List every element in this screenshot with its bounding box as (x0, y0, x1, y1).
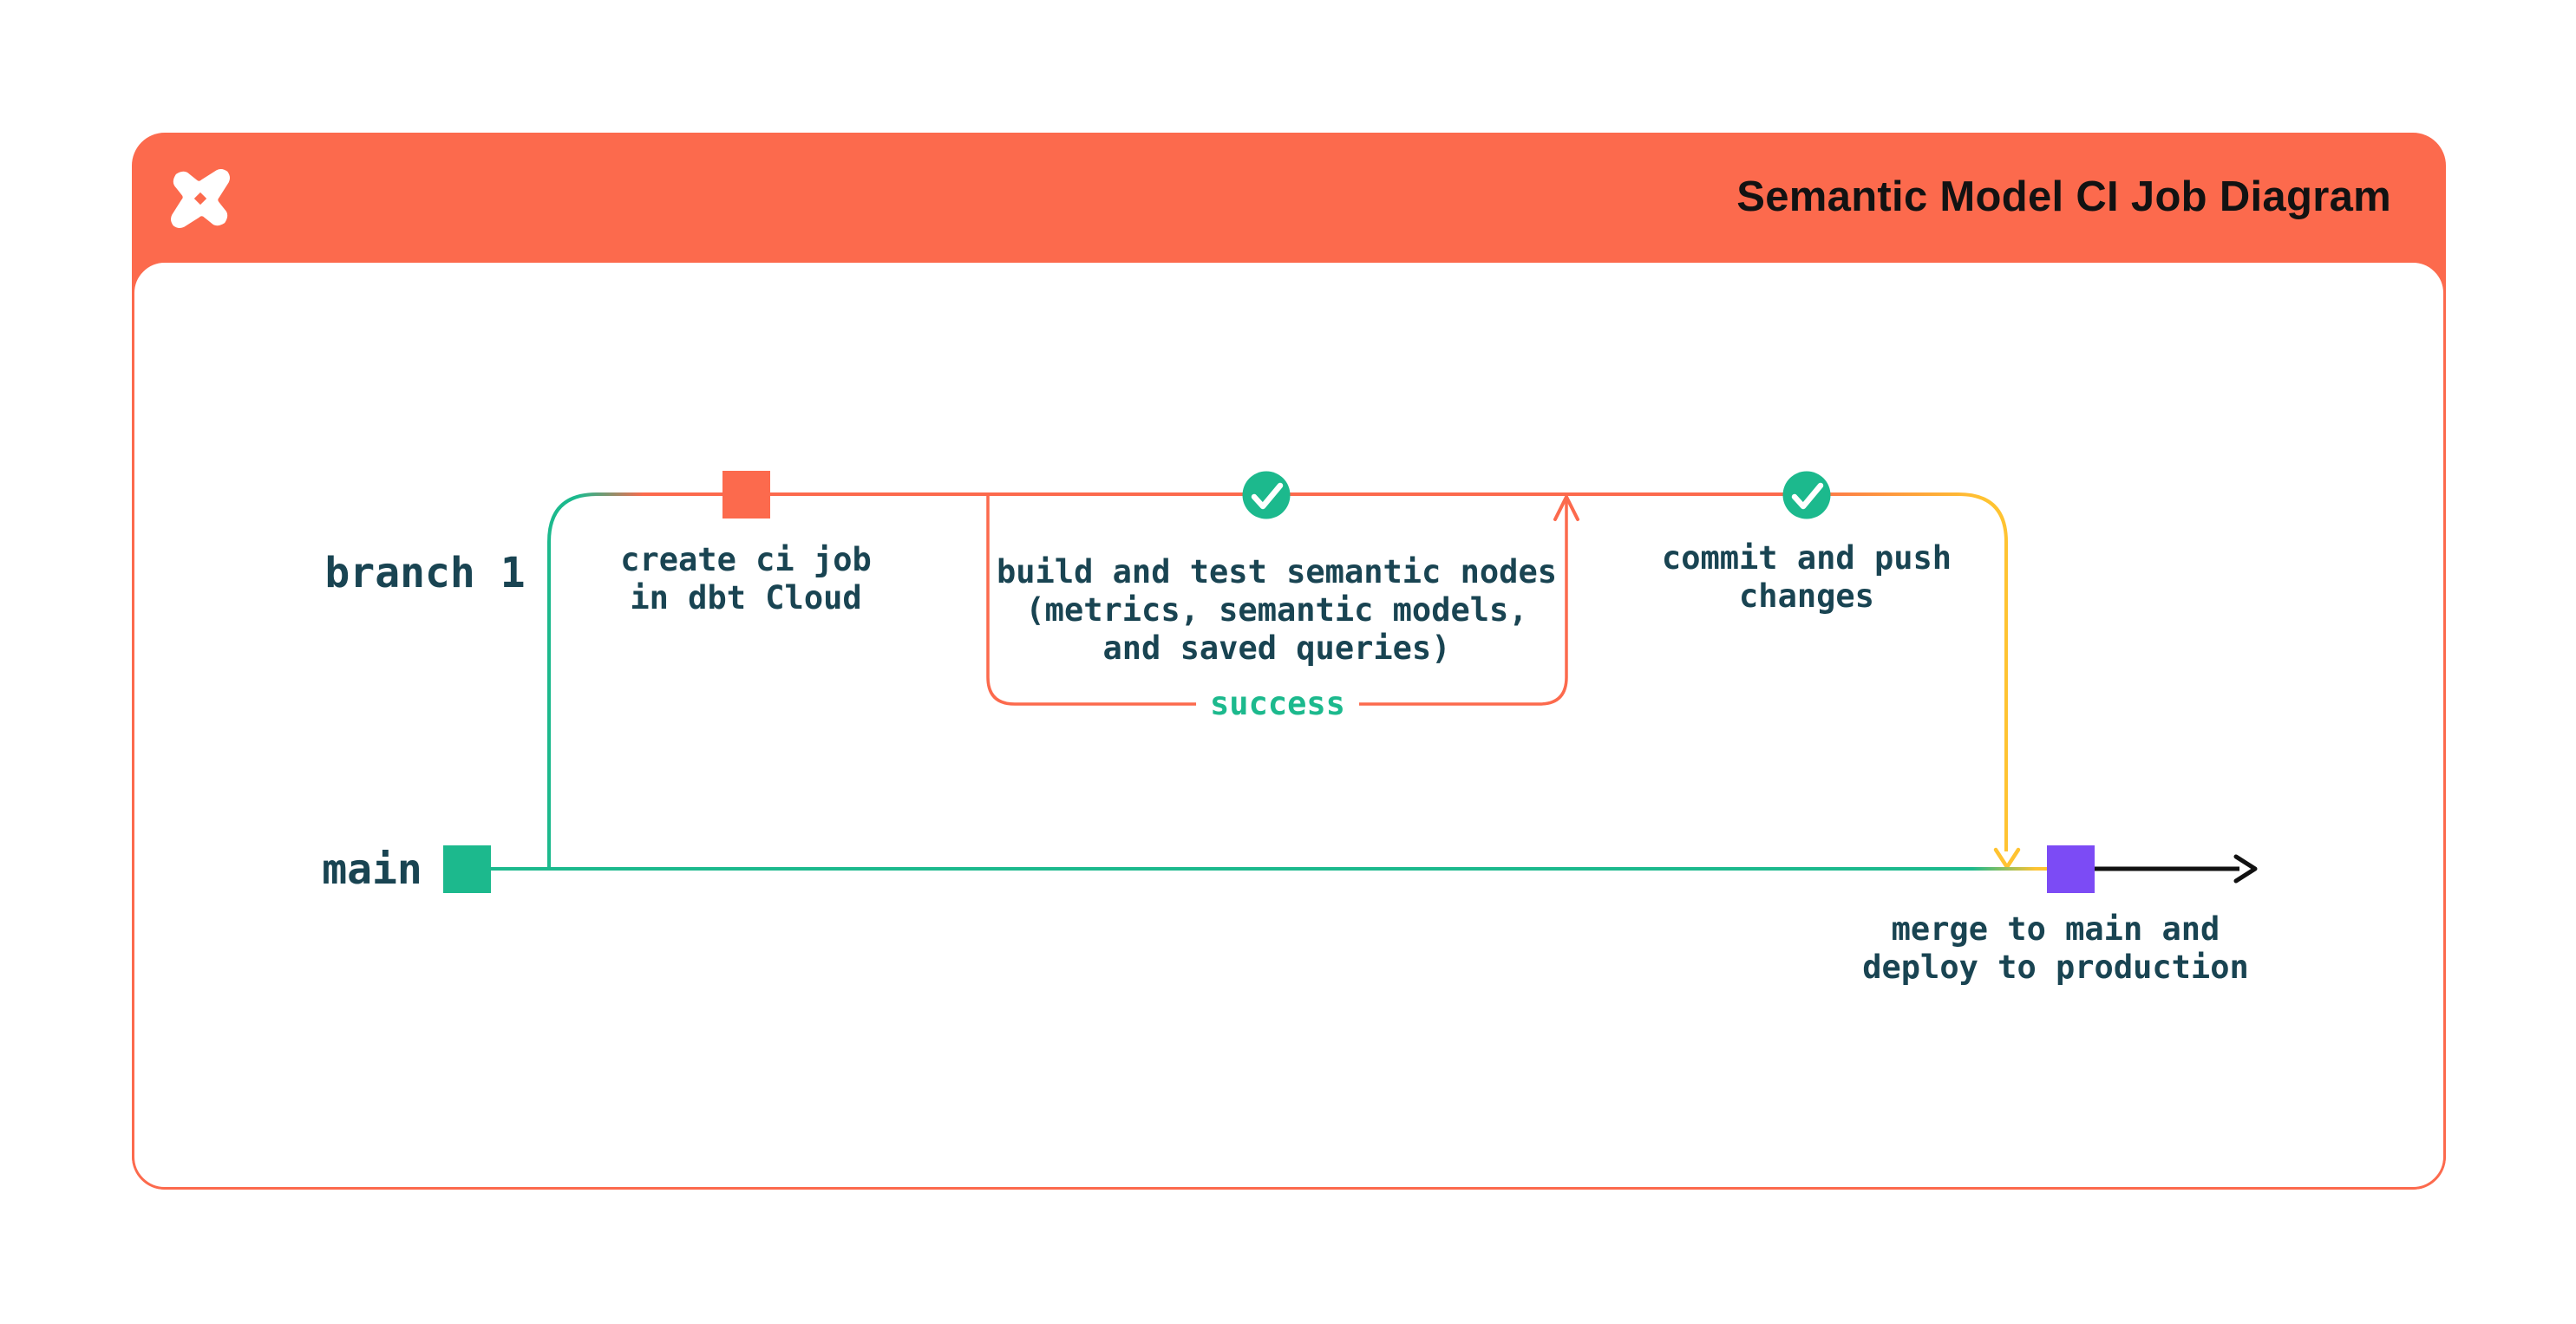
diagram-panel (132, 260, 2446, 1190)
dbt-logo-icon (170, 168, 231, 229)
node-label-merge-to-main: merge to main and deploy to production (1862, 910, 2249, 986)
node-label-build-and-test: build and test semantic nodes (metrics, … (996, 553, 1558, 667)
lane-label-branch-1: branch 1 (324, 549, 526, 597)
success-loop-label: success (1196, 685, 1359, 723)
node-label-commit-and-push: commit and push changes (1661, 539, 1952, 615)
page-title: Semantic Model CI Job Diagram (1736, 173, 2391, 220)
diagram-card: Semantic Model CI Job Diagram (132, 133, 2446, 1190)
node-label-create-ci-job: create ci job in dbt Cloud (620, 541, 872, 616)
lane-label-main: main (322, 845, 422, 894)
